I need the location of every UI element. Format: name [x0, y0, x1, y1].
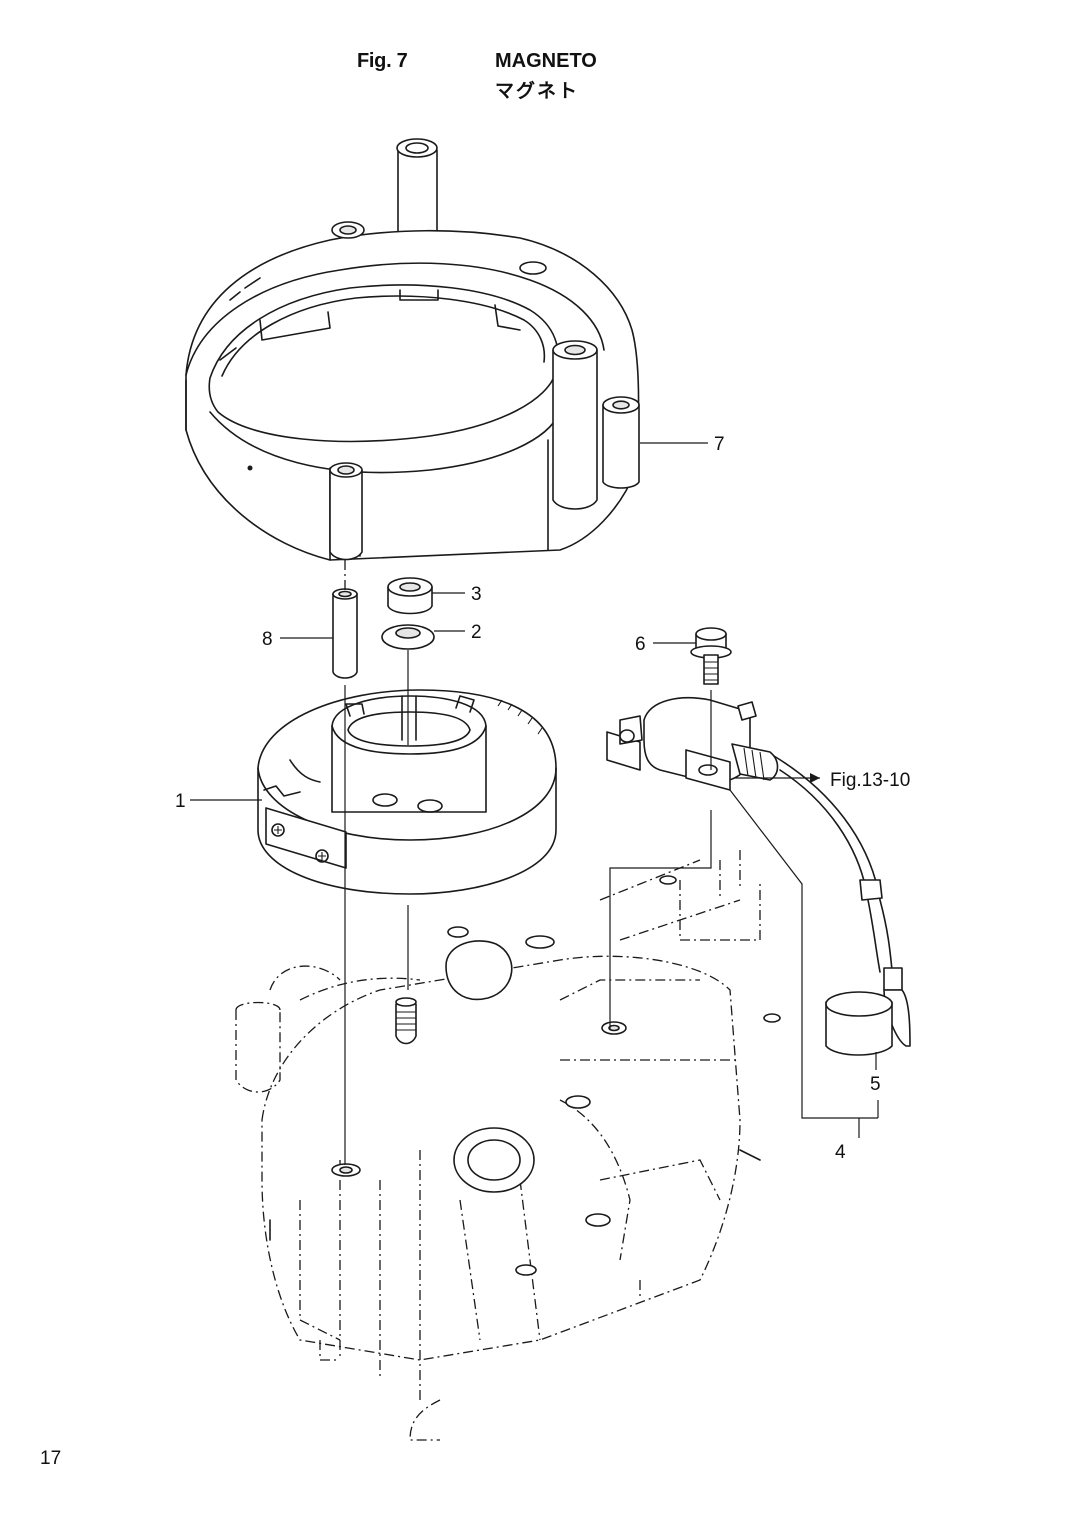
callout-8: 8 — [262, 629, 273, 650]
callout-3: 3 — [471, 584, 482, 605]
part-7-housing — [185, 138, 640, 561]
leader-lines — [190, 442, 879, 1138]
part-6-bolt — [690, 627, 732, 685]
figure-header: Fig. 7 MAGNETO マグネト — [0, 50, 1075, 110]
callout-4: 4 — [835, 1142, 846, 1163]
callout-fig-reference: Fig.13-10 — [830, 770, 910, 791]
callout-7: 7 — [714, 434, 725, 455]
figure-number: Fig. 7 — [357, 50, 408, 72]
part-1-flywheel — [257, 689, 557, 895]
assembly-centerlines — [344, 560, 712, 1165]
figure-title-japanese: マグネト — [495, 81, 580, 102]
part-4-ignition-coil — [606, 697, 911, 1056]
callout-5: 5 — [870, 1074, 881, 1095]
part-3-nut — [387, 577, 433, 615]
page-number: 17 — [40, 1448, 62, 1469]
figure-title: MAGNETO — [495, 50, 597, 72]
part-8-pin — [332, 588, 358, 679]
callout-6: 6 — [635, 634, 646, 655]
engine-block-phantom — [235, 850, 781, 1441]
callout-1: 1 — [175, 791, 186, 812]
part-2-washer — [381, 624, 435, 650]
callout-2: 2 — [471, 622, 482, 643]
